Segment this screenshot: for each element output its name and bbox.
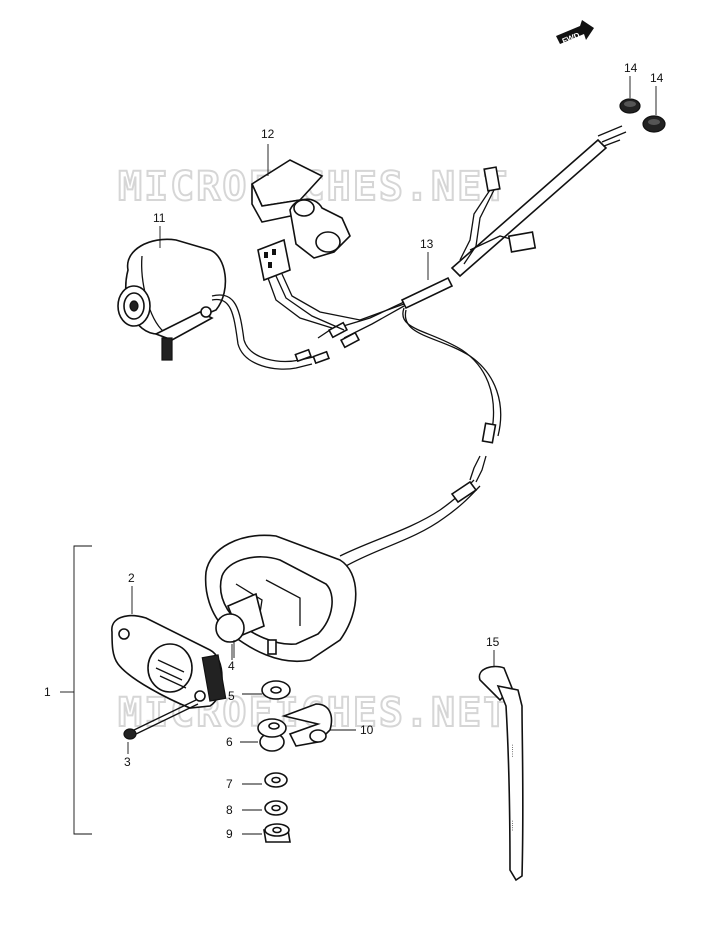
relay-part-12 (250, 144, 405, 331)
grommet-part-14b (642, 86, 666, 133)
clamp-part-6 (240, 718, 287, 752)
callout-10: 10 (360, 723, 374, 737)
callout-14b: 14 (650, 71, 664, 85)
callout-7: 7 (226, 777, 233, 791)
fwd-arrow-icon: FWD (556, 20, 594, 46)
callout-8: 8 (226, 803, 233, 817)
washer-part-5 (242, 680, 291, 700)
screw-part-3 (123, 699, 199, 754)
tail-lamp-housing (204, 479, 481, 662)
assembly-bracket-part-1 (60, 545, 92, 835)
svg-text:······: ······ (508, 744, 516, 757)
callout-6: 6 (226, 735, 233, 749)
callout-9: 9 (226, 827, 233, 841)
callout-11: 11 (153, 211, 166, 225)
clamp-part-10 (281, 703, 356, 747)
svg-text:·····: ····· (508, 820, 516, 831)
callout-2: 2 (128, 571, 135, 585)
callout-4: 4 (228, 659, 235, 673)
wiring-harness-part-13 (317, 125, 627, 483)
grommet-part-14a (619, 76, 641, 114)
callout-14a: 14 (624, 61, 638, 75)
callout-13: 13 (420, 237, 434, 251)
callout-3: 3 (124, 755, 131, 769)
nut-part-9 (242, 823, 291, 843)
side-lamp-part-11 (117, 226, 330, 370)
clamp-band-part-15: ······ ····· (478, 650, 524, 882)
washer-part-7 (242, 772, 288, 788)
washer-part-8 (242, 800, 288, 816)
callout-1: 1 (44, 685, 51, 699)
callout-12: 12 (261, 127, 275, 141)
callout-15: 15 (486, 635, 500, 649)
lens-part-2 (111, 586, 227, 709)
callout-5: 5 (228, 689, 235, 703)
